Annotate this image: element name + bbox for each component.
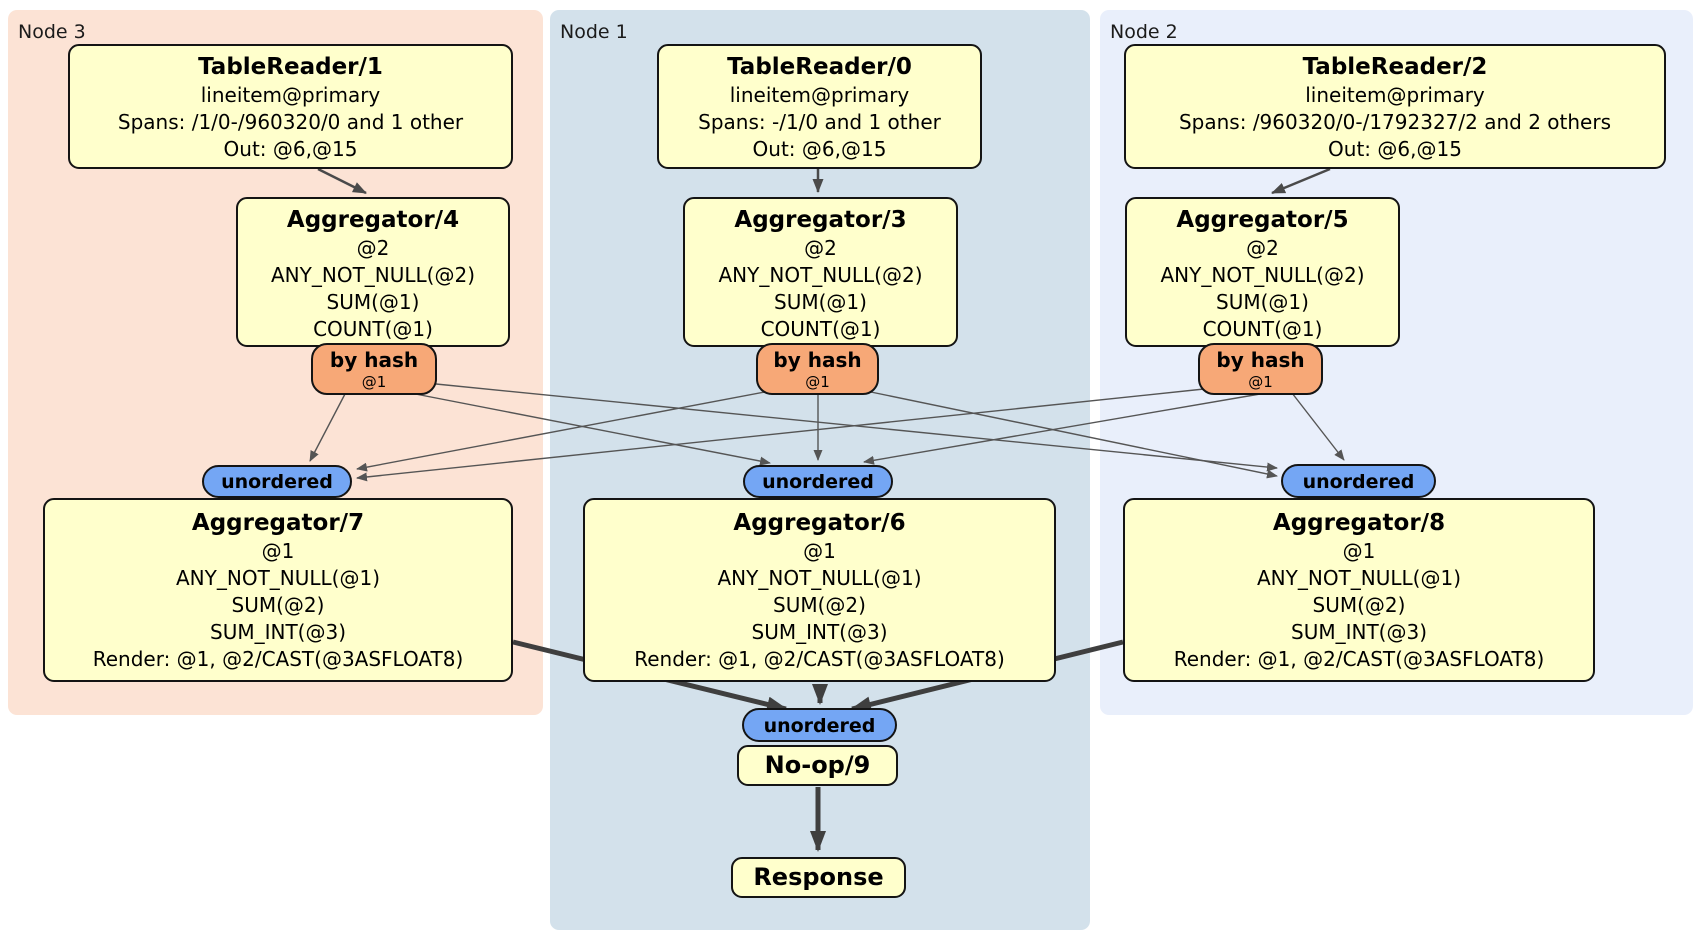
processor-aggregator-5: Aggregator/5 @2 ANY_NOT_NULL(@2) SUM(@1)… [1125,197,1400,347]
processor-aggregator-6: Aggregator/6 @1 ANY_NOT_NULL(@1) SUM(@2)… [583,498,1056,682]
node-region-1-label: Node 1 [560,21,628,43]
sync-label: unordered [762,471,874,493]
processor-title: Aggregator/4 [286,207,460,233]
processor-response: Response [731,857,906,898]
processor-detail: @1 [803,539,836,563]
processor-detail: COUNT(@1) [1202,317,1323,341]
processor-detail: Render: @1, @2/CAST(@3ASFLOAT8) [92,647,464,671]
processor-detail: ANY_NOT_NULL(@2) [718,263,923,287]
processor-detail: ANY_NOT_NULL(@1) [1257,566,1461,590]
processor-detail: lineitem@primary [729,83,910,107]
sync-label: unordered [221,471,333,493]
processor-aggregator-4: Aggregator/4 @2 ANY_NOT_NULL(@2) SUM(@1)… [236,197,510,347]
processor-detail: Render: @1, @2/CAST(@3ASFLOAT8) [1173,647,1545,671]
sync-unordered-node3: unordered [202,465,352,498]
processor-title: TableReader/0 [727,54,912,80]
processor-detail: SUM(@1) [326,290,420,314]
processor-detail: @2 [804,236,837,260]
processor-detail: COUNT(@1) [313,317,433,341]
processor-detail: lineitem@primary [1305,83,1485,107]
processor-detail: SUM_INT(@3) [751,620,888,644]
processor-detail: SUM_INT(@3) [1291,620,1427,644]
processor-title: Response [753,863,884,891]
router-label: by hash [329,348,419,372]
processor-detail: ANY_NOT_NULL(@1) [176,566,380,590]
processor-detail: SUM_INT(@3) [210,620,346,644]
processor-detail: Out: @6,@15 [752,137,887,161]
processor-detail: COUNT(@1) [760,317,881,341]
node-region-3-label: Node 3 [18,21,86,43]
hash-router-node3: by hash @1 [311,343,437,395]
processor-title: Aggregator/7 [191,510,365,536]
processor-noop-9: No-op/9 [737,745,898,786]
processor-aggregator-7: Aggregator/7 @1 ANY_NOT_NULL(@1) SUM(@2)… [43,498,513,682]
hash-router-node2: by hash @1 [1198,343,1323,395]
processor-aggregator-8: Aggregator/8 @1 ANY_NOT_NULL(@1) SUM(@2)… [1123,498,1595,682]
processor-title: Aggregator/5 [1176,207,1349,233]
processor-detail: @2 [356,236,390,260]
processor-tablereader-0: TableReader/0 lineitem@primary Spans: -/… [657,44,982,169]
processor-aggregator-3: Aggregator/3 @2 ANY_NOT_NULL(@2) SUM(@1)… [683,197,958,347]
sync-unordered-node2: unordered [1281,464,1436,498]
processor-title: Aggregator/6 [733,510,906,536]
processor-detail: ANY_NOT_NULL(@2) [1160,263,1365,287]
processor-title: Aggregator/3 [734,207,907,233]
processor-tablereader-2: TableReader/2 lineitem@primary Spans: /9… [1124,44,1666,169]
processor-detail: Out: @6,@15 [1328,137,1462,161]
processor-detail: @2 [1246,236,1279,260]
node-region-2-label: Node 2 [1110,21,1178,43]
processor-detail: Spans: -/1/0 and 1 other [698,110,941,134]
processor-detail: lineitem@primary [200,83,381,107]
router-key: @1 [805,373,830,391]
hash-router-node1: by hash @1 [756,343,879,395]
processor-detail: Spans: /1/0-/960320/0 and 1 other [117,110,464,134]
router-label: by hash [773,348,862,372]
sync-unordered-node1: unordered [743,465,893,498]
processor-detail: ANY_NOT_NULL(@1) [717,566,922,590]
processor-detail: Render: @1, @2/CAST(@3ASFLOAT8) [634,647,1005,671]
processor-title: No-op/9 [764,751,871,779]
processor-detail: SUM(@1) [774,290,867,314]
processor-detail: @1 [1342,539,1376,563]
processor-tablereader-1: TableReader/1 lineitem@primary Spans: /1… [68,44,513,169]
router-key: @1 [361,373,387,391]
processor-detail: ANY_NOT_NULL(@2) [271,263,475,287]
processor-title: Aggregator/8 [1272,510,1446,536]
processor-detail: SUM(@2) [1312,593,1406,617]
processor-detail: SUM(@1) [1216,290,1309,314]
router-label: by hash [1216,348,1305,372]
processor-title: TableReader/2 [1302,54,1488,80]
processor-detail: SUM(@2) [231,593,325,617]
processor-detail: @1 [261,539,295,563]
router-key: @1 [1248,373,1273,391]
processor-detail: SUM(@2) [773,593,866,617]
processor-title: TableReader/1 [198,54,383,80]
processor-detail: Spans: /960320/0-/1792327/2 and 2 others [1178,110,1611,134]
sync-unordered-final: unordered [742,708,897,742]
processor-detail: Out: @6,@15 [223,137,358,161]
sync-label: unordered [1302,471,1415,493]
sync-label: unordered [763,715,876,737]
